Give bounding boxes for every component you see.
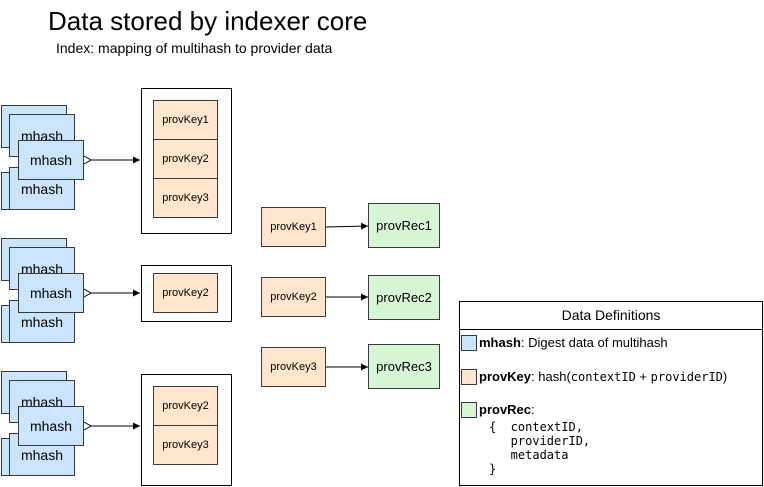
mapping-provkey: provKey1 <box>261 207 326 247</box>
mapping-provrec: provRec2 <box>368 275 440 320</box>
definitions-title: Data Definitions <box>459 301 763 330</box>
provkey-definition: provKey: hash(contextID + providerID) <box>479 369 727 385</box>
multihash-swatch <box>461 335 477 351</box>
definition-text: + <box>635 369 651 384</box>
code-text: contextID <box>570 370 636 384</box>
provkey-cell: provKey1 <box>153 100 218 140</box>
provkey-swatch <box>461 369 477 385</box>
diagram-title: Data stored by indexer core <box>48 6 368 36</box>
diagram-subtitle: Index: mapping of multihash to provider … <box>56 40 333 56</box>
mapping-provrec: provRec1 <box>368 203 440 248</box>
definition-term: provKey <box>479 369 532 384</box>
provkey-cell: provKey3 <box>153 178 218 218</box>
code-text: providerID <box>650 370 723 384</box>
provkey-cell: provKey2 <box>153 386 218 426</box>
definition-text: ) <box>722 369 728 384</box>
mapping-provkey: provKey3 <box>261 347 326 387</box>
fan-icon <box>83 155 93 165</box>
provkey-cell: provKey3 <box>153 425 218 465</box>
multihash-card-front: mhash <box>18 273 84 313</box>
provrec-structure: { contextID, providerID, metadata } <box>489 420 591 476</box>
definition-text: : Digest data of multihash <box>520 335 668 350</box>
fan-icon <box>83 421 93 431</box>
mapping-arrow-1 <box>325 222 369 230</box>
multihash-card-front: mhash <box>18 406 84 446</box>
mapping-provrec: provRec3 <box>368 344 440 389</box>
definition-text: : <box>531 402 535 417</box>
multihash-definition: mhash: Digest data of multihash <box>479 335 668 351</box>
provkey-cell: provKey2 <box>153 139 218 179</box>
provrec-definition: provRec: <box>479 402 535 418</box>
definition-term: provRec <box>479 402 532 417</box>
definition-term: mhash <box>479 335 521 350</box>
fan-icon <box>83 288 93 298</box>
definition-text: : hash( <box>531 369 571 384</box>
definitions-panel <box>459 301 763 486</box>
provrec-swatch <box>461 402 477 418</box>
multihash-card-front: mhash <box>18 140 84 180</box>
mapping-provkey: provKey2 <box>261 277 326 317</box>
provkey-cell: provKey2 <box>153 273 218 313</box>
